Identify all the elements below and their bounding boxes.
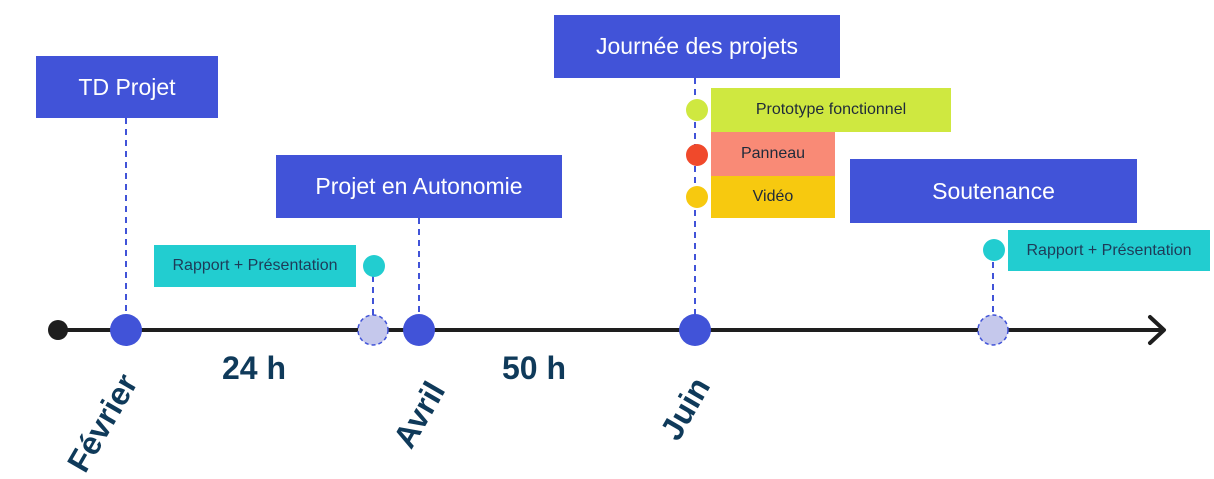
milestone-soutenance-label: Soutenance <box>932 177 1055 204</box>
timeline-diagram <box>48 78 1166 346</box>
deliverable-video: Vidéo <box>711 176 835 218</box>
deliverable-panneau-label: Panneau <box>740 145 806 162</box>
event-dot-avril <box>403 314 435 346</box>
milestone-journee-projets-label: Journée des projets <box>595 33 798 59</box>
milestone-projet-autonomie: Projet en Autonomie <box>276 155 562 218</box>
rapport-1-marker-dot <box>363 255 385 277</box>
panneau-marker-dot <box>686 144 708 166</box>
milestone-journee-projets: Journée des projets <box>554 15 840 78</box>
deliverable-panneau: Panneau <box>711 132 835 176</box>
deliverable-dot-rapport-1 <box>357 314 389 346</box>
event-dot-juin <box>679 314 711 346</box>
milestone-td-projet-label: TD Projet <box>78 73 176 100</box>
duration-label-24h: 24 h <box>222 350 287 386</box>
deliverable-rapport-2: Rapport + Présentation <box>1008 230 1210 271</box>
event-dot-fevrier <box>110 314 142 346</box>
milestone-soutenance: Soutenance <box>850 159 1137 223</box>
deliverable-rapport-1: Rapport + Présentation <box>154 245 356 287</box>
axis-arrowhead <box>1148 315 1166 345</box>
milestone-projet-autonomie-label: Projet en Autonomie <box>315 173 523 199</box>
deliverable-prototype: Prototype fonctionnel <box>711 88 951 132</box>
deliverable-dot-rapport-2 <box>977 314 1009 346</box>
milestone-td-projet: TD Projet <box>36 56 218 118</box>
prototype-marker-dot <box>686 99 708 121</box>
axis-start-dot <box>48 320 68 340</box>
video-marker-dot <box>686 186 708 208</box>
deliverable-prototype-label: Prototype fonctionnel <box>755 101 907 118</box>
deliverable-video-label: Vidéo <box>752 188 794 205</box>
duration-label-50h: 50 h <box>502 350 567 386</box>
deliverable-rapport-1-label: Rapport + Présentation <box>172 257 338 274</box>
deliverable-rapport-2-label: Rapport + Présentation <box>1026 241 1192 259</box>
rapport-2-marker-dot <box>983 239 1005 261</box>
